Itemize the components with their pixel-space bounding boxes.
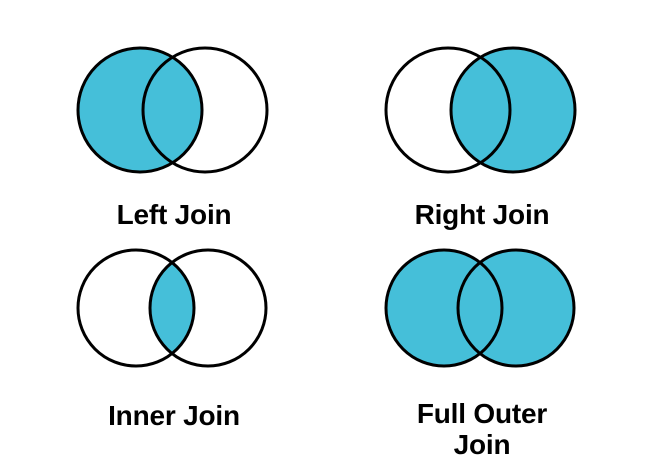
left-join-figure [76,46,269,174]
right-join-figure [384,46,577,174]
inner-join-figure [76,248,268,368]
venn-diagram-left-join: Left Join [62,36,286,230]
full-outer-join-label: Full Outer Join [416,398,548,461]
venn-diagram-right-join: Right Join [370,36,594,230]
right-join-label: Right Join [414,199,550,230]
venn-diagram-full-outer-join: Full Outer Join [370,238,594,461]
left-join-label: Left Join [116,199,232,230]
full-outer-join-figure [384,248,576,368]
inner-join-label: Inner Join [108,400,240,431]
venn-diagram-inner-join: Inner Join [62,238,286,431]
